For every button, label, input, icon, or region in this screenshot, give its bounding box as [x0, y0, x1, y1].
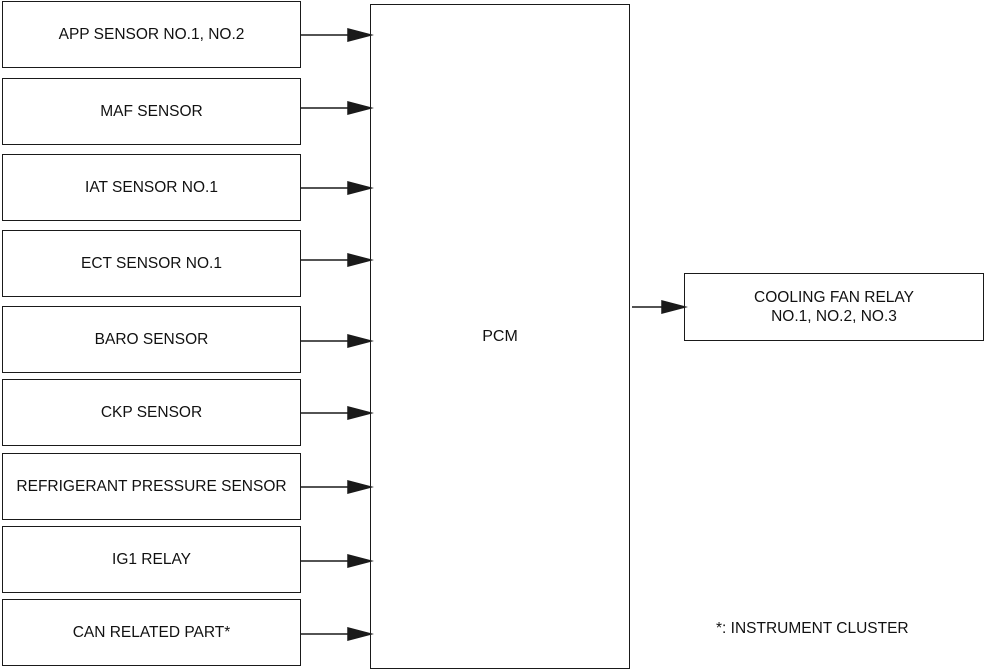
input-box-ig1-relay: IG1 RELAY [2, 526, 301, 593]
input-label: IAT SENSOR NO.1 [85, 178, 218, 196]
input-box-ect-sensor: ECT SENSOR NO.1 [2, 230, 301, 297]
arrow-ckp-sensor [301, 406, 374, 420]
input-box-maf-sensor: MAF SENSOR [2, 78, 301, 145]
arrow-ect-sensor [301, 253, 374, 267]
pcm-label: PCM [482, 327, 518, 345]
input-box-ckp-sensor: CKP SENSOR [2, 379, 301, 446]
arrow-app-sensor [301, 28, 374, 42]
input-label: MAF SENSOR [100, 102, 203, 120]
output-label-line2: NO.1, NO.2, NO.3 [771, 308, 897, 325]
input-box-refrigerant-pressure-sensor: REFRIGERANT PRESSURE SENSOR [2, 453, 301, 520]
input-box-baro-sensor: BARO SENSOR [2, 306, 301, 373]
input-label: IG1 RELAY [112, 550, 191, 568]
output-box-cooling-fan-relay: COOLING FAN RELAY NO.1, NO.2, NO.3 [684, 273, 984, 341]
input-label: BARO SENSOR [94, 330, 209, 348]
arrow-baro-sensor [301, 334, 374, 348]
pcm-box: PCM [370, 4, 630, 669]
input-box-app-sensor: APP SENSOR NO.1, NO.2 [2, 1, 301, 68]
arrow-maf-sensor [301, 101, 374, 115]
arrow-iat-sensor [301, 181, 374, 195]
arrow-ig1-relay [301, 554, 374, 568]
output-label-line1: COOLING FAN RELAY [754, 288, 914, 306]
input-box-iat-sensor: IAT SENSOR NO.1 [2, 154, 301, 221]
input-label: APP SENSOR NO.1, NO.2 [58, 25, 245, 43]
input-box-can-related-part: CAN RELATED PART* [2, 599, 301, 666]
footnote: *: INSTRUMENT CLUSTER [716, 620, 909, 637]
arrow-can-related-part [301, 627, 374, 641]
arrow-pcm-to-cooling-fan-relay [632, 300, 688, 314]
input-label: CKP SENSOR [100, 403, 203, 421]
arrow-refrigerant-pressure-sensor [301, 480, 374, 494]
input-label: REFRIGERANT PRESSURE SENSOR [16, 477, 287, 495]
input-label: CAN RELATED PART* [72, 623, 231, 641]
input-label: ECT SENSOR NO.1 [81, 254, 222, 272]
